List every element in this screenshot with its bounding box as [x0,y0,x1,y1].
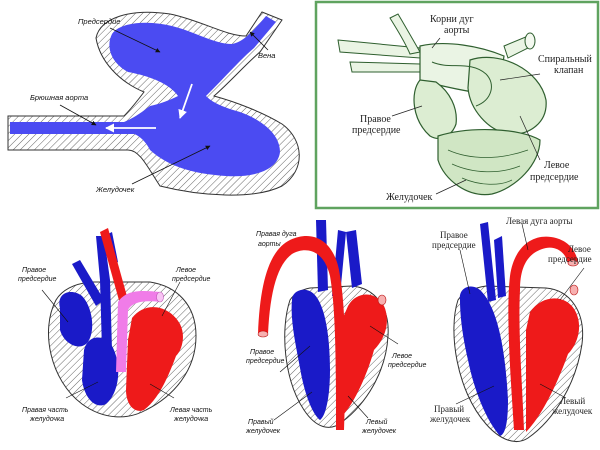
panel-fish-heart: Предсердие Вена Брюшная аорта Желудочек [7,11,300,196]
panel-amphibian-heart: Корни дуг аорты Спиральный клапан Правое… [314,0,600,210]
panel-bird-heart: Правая дуга аорты Правое предсердие Лево… [245,220,426,435]
fish-label-vein: Вена [258,51,275,60]
mammal-label-left-atrium-1: Левое [568,244,591,254]
mammal-label-left-atrium-2: предсердие [548,254,592,264]
reptile-label-right-atrium-1: Правое [22,267,46,274]
amphibian-label-arch-roots-2: аорты [444,25,470,36]
fish-blood-cavity [10,16,280,177]
amphibian-label-right-atrium-1: Правое [360,114,391,125]
bird-label-left-vent-2: желудочек [361,427,397,435]
bird-label-right-atrium-1: Правое [250,349,274,356]
reptile-right-atrium [59,292,93,347]
bird-label-left-atrium-1: Левое [391,353,412,360]
fish-label-aorta: Брюшная аорта [30,93,88,102]
mammal-label-right-atrium-2: предсердие [432,240,476,250]
reptile-label-left-vent-1: Левая часть [169,407,213,414]
bird-label-right-arch-2: аорты [258,241,282,248]
reptile-label-left-atrium-2: предсердие [172,275,210,283]
mammal-left-side [526,298,580,432]
bird-right-side [291,289,330,420]
reptile-label-right-vent-1: Правая часть [22,407,69,414]
reptile-mixed-vessel [116,291,160,372]
bird-label-right-vent-1: Правый [248,418,274,426]
mammal-left-aortic-arch [508,236,578,430]
fish-flow-arrow-down [178,83,193,119]
amphibian-label-left-atrium-1: Левое [544,160,570,171]
panel-mammal-heart: Левая дуга аорты Правое предсердие Левое… [429,216,593,442]
bird-right-aortic-arch [258,236,346,430]
mammal-label-right-atrium-1: Правое [440,230,468,240]
bird-label-right-vent-2: желудочек [245,427,281,435]
amphibian-label-spiral-1: Спиральный [538,54,593,65]
amphibian-left-atrium [467,56,547,135]
reptile-label-right-vent-2: желудочка [29,415,64,423]
mammal-label-right-vent-1: Правый [434,404,464,414]
bird-label-left-atrium-2: предсердие [388,361,426,369]
mammal-label-left-vent-1: Левый [560,396,585,406]
bird-label-right-atrium-2: предсердие [246,357,284,365]
fish-label-atrium: Предсердие [78,17,120,26]
bird-label-right-arch-1: Правая дуга [256,230,297,238]
mammal-label-left-vent-2: желудочек [551,406,593,416]
amphibian-label-left-atrium-2: предсердие [530,172,579,183]
mammal-right-side [459,286,508,436]
reptile-label-right-atrium-2: предсердие [18,275,56,283]
fish-label-ventricle: Желудочек [95,185,135,194]
reptile-label-left-atrium-1: Левое [175,267,196,274]
reptile-left-side [126,307,183,411]
mammal-label-right-vent-2: желудочек [429,414,471,424]
bird-left-side [342,294,387,414]
reptile-label-left-vent-2: желудочка [173,415,208,423]
bird-label-left-vent-1: Левый [365,418,387,426]
amphibian-label-spiral-2: клапан [554,65,584,76]
panel-reptile-heart: Правое предсердие Левое предсердие Права… [18,228,213,423]
amphibian-label-ventricle: Желудочек [386,192,433,203]
amphibian-label-right-atrium-2: предсердие [352,125,401,136]
mammal-label-left-arch: Левая дуга аорты [506,216,572,226]
reptile-right-ventricle [82,337,119,406]
amphibian-label-arch-roots-1: Корни дуг [430,14,474,25]
